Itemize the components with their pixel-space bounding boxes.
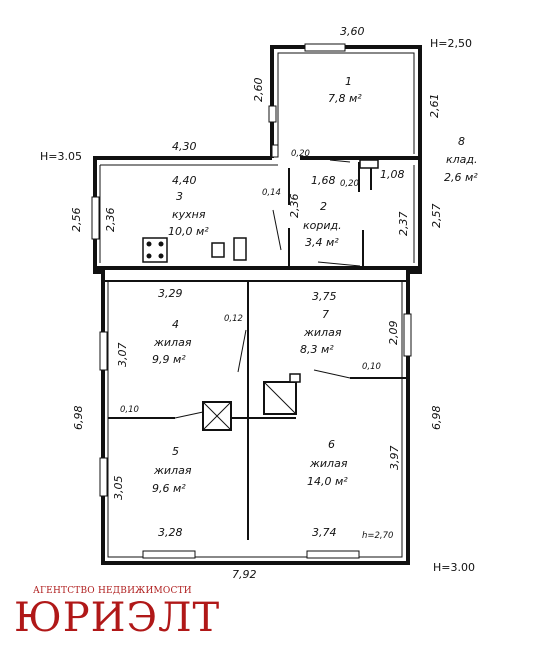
agency-logo-name: ЮРИЭЛТ xyxy=(14,595,221,641)
height-mark-left: H=3.05 xyxy=(40,150,82,163)
dim-3-97: 3,97 xyxy=(388,446,401,471)
dim-1-08: 1,08 xyxy=(380,168,405,181)
room-2-name: корид. xyxy=(303,219,342,232)
room-1-label: 1 7,8 м² xyxy=(328,75,362,105)
dim-4-30: 4,30 xyxy=(172,140,197,153)
room-7-name: жилая xyxy=(303,326,342,339)
room-2-label: 2 корид. 3,4 м² xyxy=(303,200,342,249)
dim-2-57: 2,57 xyxy=(430,204,443,229)
dim-7-92: 7,92 xyxy=(232,568,257,581)
dim-3-75: 3,75 xyxy=(312,290,337,303)
dim-2-36-a: 2,36 xyxy=(104,208,117,233)
dimension-labels: 3,60 2,60 2,61 4,30 4,40 0,20 0,20 0,14 … xyxy=(70,25,443,581)
room-5-area: 9,6 м² xyxy=(152,482,186,495)
room-7-area: 8,3 м² xyxy=(300,343,334,356)
dim-3-60: 3,60 xyxy=(340,25,365,38)
dim-3-28: 3,28 xyxy=(158,526,183,539)
room-2-number: 2 xyxy=(320,200,327,213)
height-mark-top-right: H=2,50 xyxy=(430,37,472,50)
room-6-name: жилая xyxy=(309,457,348,470)
room-4-number: 4 xyxy=(172,318,179,331)
dim-3-74: 3,74 xyxy=(312,526,337,539)
dim-3-29: 3,29 xyxy=(158,287,183,300)
room-8-number: 8 xyxy=(458,135,465,148)
dim-0-14: 0,14 xyxy=(262,188,281,198)
dim-2-36-b: 2,36 xyxy=(288,194,301,219)
room-3-name: кухня xyxy=(172,208,206,221)
room-8-area: 2,6 м² xyxy=(444,171,478,184)
room-1-number: 1 xyxy=(345,75,352,88)
dim-2-56: 2,56 xyxy=(70,208,83,233)
dim-0-20-b: 0,20 xyxy=(340,179,359,189)
room-5-number: 5 xyxy=(172,445,179,458)
dim-0-10-a: 0,10 xyxy=(120,405,139,415)
dim-1-68: 1,68 xyxy=(311,174,336,187)
room-1-area: 7,8 м² xyxy=(328,92,362,105)
room-5-name: жилая xyxy=(153,464,192,477)
dim-2-09: 2,09 xyxy=(387,321,400,346)
room-6-area: 14,0 м² xyxy=(307,475,348,488)
dim-0-10-b: 0,10 xyxy=(362,362,381,372)
room-4-area: 9,9 м² xyxy=(152,353,186,366)
room-7-number: 7 xyxy=(322,308,329,321)
dim-0-12: 0,12 xyxy=(224,314,243,324)
agency-subtitle: АГЕНТСТВО НЕДВИЖИМОСТИ xyxy=(33,586,192,596)
inner-walls xyxy=(95,156,420,540)
room-3-area: 10,0 м² xyxy=(168,225,209,238)
room-8-label: 8 клад. 2,6 м² xyxy=(444,135,478,184)
room-6-label: 6 жилая 14,0 м² xyxy=(307,438,348,488)
room-5-label: 5 жилая 9,6 м² xyxy=(152,445,192,495)
kitchen-stove xyxy=(142,237,247,263)
outer-walls xyxy=(93,45,422,565)
dim-2-37: 2,37 xyxy=(397,212,410,237)
room-4-label: 4 жилая 9,9 м² xyxy=(152,318,192,366)
room-6-number: 6 xyxy=(328,438,335,451)
room-3-label: 3 кухня 10,0 м² xyxy=(168,190,209,238)
dim-3-07: 3,07 xyxy=(116,343,129,368)
windows xyxy=(91,43,412,559)
height-mark-bottom-right: H=3.00 xyxy=(433,561,475,574)
room-2-area: 3,4 м² xyxy=(305,236,339,249)
room-8-name: клад. xyxy=(446,153,478,166)
dim-4-40: 4,40 xyxy=(172,174,197,187)
dim-2-60: 2,60 xyxy=(252,78,265,103)
room-4-name: жилая xyxy=(153,336,192,349)
room-3-number: 3 xyxy=(176,190,183,203)
stove-block xyxy=(202,373,301,431)
dim-6-98-left: 6,98 xyxy=(72,406,85,431)
dim-2-61: 2,61 xyxy=(428,94,441,119)
inner-wall-lines xyxy=(99,52,415,558)
dim-6-98-right: 6,98 xyxy=(430,406,443,431)
ceiling-height-note: h=2,70 xyxy=(362,531,393,541)
dim-0-20-a: 0,20 xyxy=(291,149,310,159)
room-7-label: 7 жилая 8,3 м² xyxy=(300,308,342,356)
dim-3-05: 3,05 xyxy=(112,476,125,501)
